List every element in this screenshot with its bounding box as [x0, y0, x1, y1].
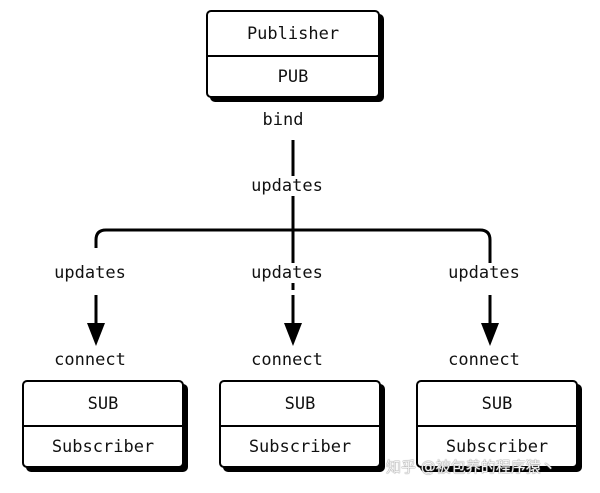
- watermark-text: 知乎 @被包养的程序猿丶: [386, 458, 556, 476]
- publisher-name: Publisher: [246, 23, 340, 44]
- arrowhead-3: [481, 323, 499, 346]
- edge-updates-label-3: updates: [446, 263, 522, 283]
- edge-updates-label-2: updates: [249, 263, 325, 283]
- bind-label: bind: [260, 110, 306, 130]
- subscriber-socket-2: SUB: [284, 393, 316, 414]
- branch-line: [94, 228, 492, 268]
- subscriber-name-2: Subscriber: [248, 436, 352, 457]
- subscriber-divider-3: [418, 425, 576, 427]
- connect-label-2: connect: [249, 350, 325, 370]
- subscriber-divider-2: [221, 425, 379, 427]
- subscriber-name-3: Subscriber: [445, 436, 549, 457]
- connect-label-1: connect: [52, 350, 128, 370]
- subscriber-socket-3: SUB: [481, 393, 513, 414]
- arrowhead-2: [284, 323, 302, 346]
- publisher-node: Publisher PUB: [206, 10, 380, 98]
- arrowhead-1: [87, 323, 105, 346]
- subscriber-name-1: Subscriber: [51, 436, 155, 457]
- subscriber-node-1: SUB Subscriber: [22, 380, 184, 468]
- connect-label-3: connect: [446, 350, 522, 370]
- subscriber-node-3: SUB Subscriber: [416, 380, 578, 468]
- publisher-divider: [208, 55, 378, 57]
- subscriber-node-2: SUB Subscriber: [219, 380, 381, 468]
- subscriber-divider-1: [24, 425, 182, 427]
- edge-updates-label-1: updates: [52, 263, 128, 283]
- subscriber-socket-1: SUB: [87, 393, 119, 414]
- publisher-socket: PUB: [277, 66, 309, 87]
- trunk-updates-label: updates: [249, 176, 325, 196]
